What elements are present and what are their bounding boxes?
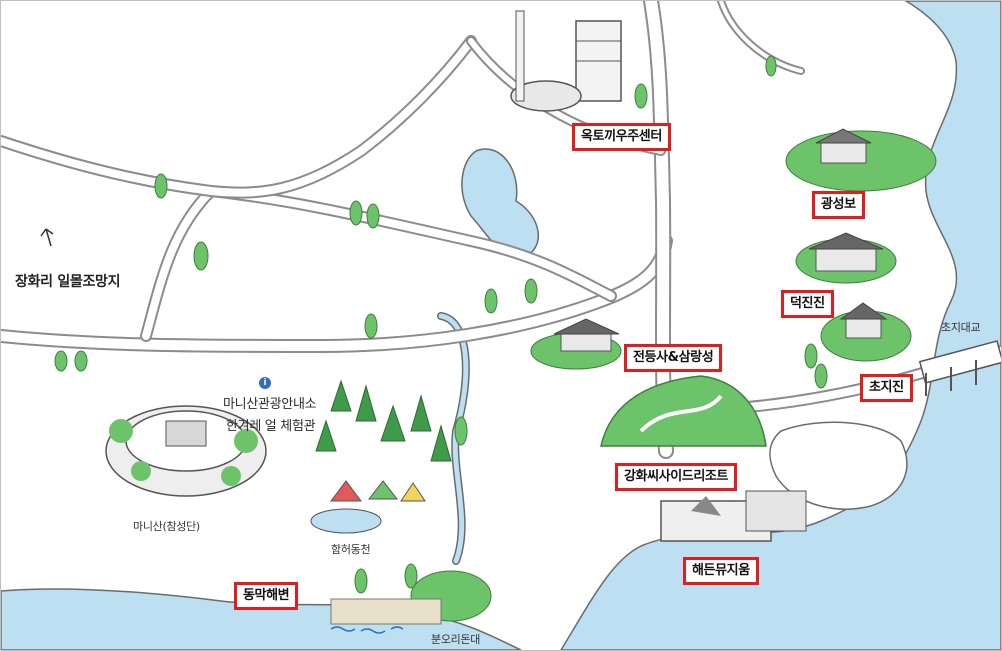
chojijin-site [820, 302, 912, 362]
label-jeondeung[interactable]: 전등사&삼랑성 [624, 344, 723, 372]
hamheo-camp [310, 480, 426, 534]
sea-east [560, 1, 1001, 650]
label-deokjin[interactable]: 덕진진 [781, 290, 834, 318]
label-haeeun[interactable]: 해든뮤지움 [683, 557, 759, 585]
label-manisan-info[interactable]: 마니산관광안내소 [223, 397, 317, 412]
deokjin-site [795, 232, 897, 284]
label-manisan[interactable]: 마니산(참성단) [133, 520, 200, 533]
label-okto[interactable]: 옥토끼우주센터 [572, 123, 671, 151]
label-seaside[interactable]: 강화씨사이드리조트 [615, 463, 738, 491]
jeondeung-site [530, 318, 622, 370]
bunori-site [330, 570, 492, 625]
viewpoint-arrow [40, 228, 54, 247]
roads [1, 1, 1001, 459]
gwangseong-site [785, 128, 937, 192]
manisan-fortress [105, 405, 267, 497]
island [769, 421, 908, 510]
sea-south [1, 588, 522, 650]
label-chojijin[interactable]: 초지진 [860, 374, 913, 402]
pine-forest [315, 379, 452, 462]
label-dongmak[interactable]: 동막해변 [234, 582, 299, 610]
haeeun-building [660, 490, 807, 542]
label-jangwha[interactable]: 장화리 일몰조망지 [15, 274, 121, 290]
label-hangyeore[interactable]: 한겨레 얼 체험관 [226, 419, 316, 434]
okto-building [510, 10, 622, 112]
label-gwangseong[interactable]: 광성보 [812, 191, 865, 219]
trees [54, 55, 828, 594]
label-choji-bridge[interactable]: 초지대교 [941, 321, 981, 334]
label-hamheo[interactable]: 함허동천 [331, 543, 371, 556]
info-icon: i [259, 377, 271, 389]
bridge [918, 340, 1001, 396]
label-bunori[interactable]: 분오리돈대 [431, 633, 481, 646]
waves [330, 626, 404, 634]
